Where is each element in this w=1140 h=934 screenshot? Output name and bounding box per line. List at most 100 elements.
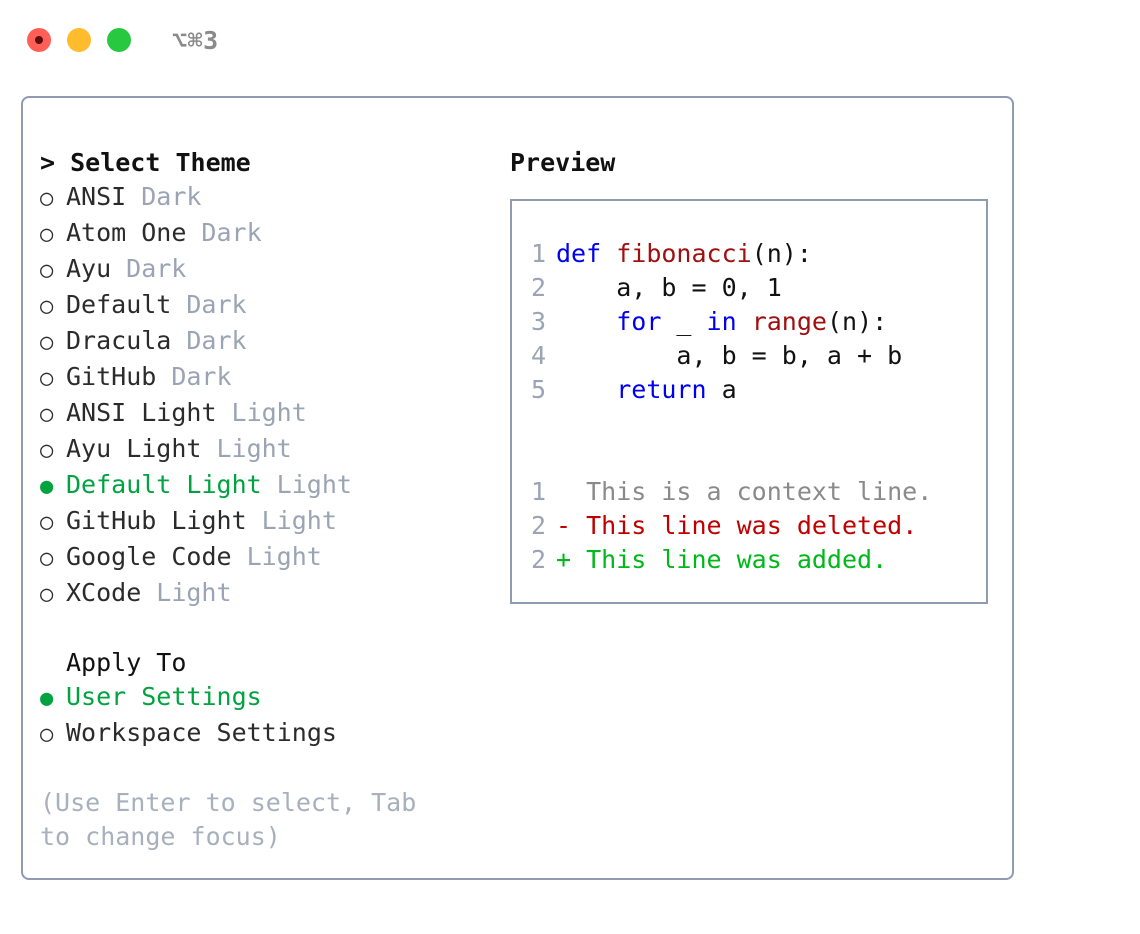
close-button-icon[interactable]: [27, 28, 51, 52]
theme-name: ANSI: [66, 182, 127, 211]
theme-name: Google Code: [66, 542, 232, 571]
theme-option-atom-one[interactable]: ○ Atom One Dark: [40, 216, 488, 252]
theme-name: GitHub: [66, 362, 157, 391]
theme-option-default-dark[interactable]: ○ Default Dark: [40, 288, 488, 324]
code-content: a, b = 0, 1: [556, 271, 782, 305]
theme-name: Ayu Light: [66, 434, 202, 463]
token-plain: [556, 307, 616, 336]
theme-category: Light: [216, 434, 292, 463]
line-number: 1: [530, 477, 546, 506]
preview-column: Preview 1 def fibonacci(n): 2 a, b = 0, …: [488, 98, 1012, 878]
theme-category: Light: [156, 578, 232, 607]
theme-category: Dark: [171, 362, 232, 391]
diff-row-context: 1 This is a context line.: [512, 475, 986, 509]
theme-category: Dark: [126, 254, 187, 283]
code-sample: 1 def fibonacci(n): 2 a, b = 0, 1 3 for …: [512, 237, 986, 407]
theme-category: Dark: [186, 290, 247, 319]
line-number: 5: [530, 375, 546, 404]
preview-spacer: [512, 407, 986, 441]
apply-to-option-workspace-settings[interactable]: ○ Workspace Settings: [40, 716, 488, 752]
theme-option-list: ○ ANSI Dark ○ Atom One Dark ○ Ayu Dark: [40, 180, 488, 612]
theme-name: Default Light: [66, 470, 262, 499]
line-number: 2: [530, 273, 546, 302]
token-keyword: return: [616, 375, 707, 404]
token-plain: a, b = b, a + b: [556, 341, 903, 370]
diff-sample: 1 This is a context line. 2 - This line …: [512, 475, 986, 577]
theme-name: Default: [66, 290, 172, 319]
radio-icon: ○: [40, 330, 54, 355]
theme-option-github-dark[interactable]: ○ GitHub Dark: [40, 360, 488, 396]
keyboard-shortcut-label: ⌥⌘3: [172, 25, 219, 55]
code-content: return a: [556, 373, 737, 407]
radio-icon: ○: [40, 438, 54, 463]
token-plain: (n):: [826, 307, 888, 336]
theme-option-ansi[interactable]: ○ ANSI Dark: [40, 180, 488, 216]
token-keyword: def: [556, 239, 617, 268]
line-number: 2: [530, 545, 546, 574]
diff-content: This line was deleted.: [571, 511, 918, 540]
radio-icon: ○: [40, 186, 54, 211]
line-number: 2: [530, 511, 546, 540]
token-plain: _: [661, 307, 707, 336]
theme-category: Light: [276, 470, 352, 499]
theme-category: Dark: [141, 182, 202, 211]
preview-header: Preview: [510, 148, 616, 177]
theme-name: Ayu: [66, 254, 112, 283]
diff-sign: +: [556, 545, 572, 574]
radio-icon: ○: [40, 366, 54, 391]
theme-option-google-code[interactable]: ○ Google Code Light: [40, 540, 488, 576]
theme-name: Dracula: [66, 326, 172, 355]
window-titlebar: ⌥⌘3: [0, 0, 1140, 80]
theme-option-dracula[interactable]: ○ Dracula Dark: [40, 324, 488, 360]
theme-category: Light: [261, 506, 337, 535]
radio-selected-icon: ●: [40, 474, 54, 499]
code-row: 2 a, b = 0, 1: [512, 271, 986, 305]
theme-category: Dark: [186, 326, 247, 355]
radio-icon: ○: [40, 294, 54, 319]
theme-name: GitHub Light: [66, 506, 247, 535]
token-plain: (n):: [751, 239, 812, 268]
theme-category: Light: [246, 542, 322, 571]
line-number: 3: [530, 307, 546, 336]
token-keyword: for: [616, 307, 662, 336]
theme-name: XCode: [66, 578, 142, 607]
select-theme-header: > Select Theme: [40, 148, 251, 177]
theme-option-xcode[interactable]: ○ XCode Light: [40, 576, 488, 612]
preview-spacer: [512, 441, 986, 475]
apply-to-option-list: ● User Settings ○ Workspace Settings: [40, 680, 488, 752]
token-function: fibonacci: [616, 239, 752, 268]
theme-option-default-light[interactable]: ● Default Light Light: [40, 468, 488, 504]
theme-selection-column: > Select Theme ○ ANSI Dark ○ Atom One Da…: [23, 98, 488, 878]
code-row: 3 for _ in range(n):: [512, 305, 986, 339]
minimize-button-icon[interactable]: [67, 28, 91, 52]
token-plain: [737, 307, 752, 336]
radio-icon: ○: [40, 402, 54, 427]
token-plain: a, b = 0, 1: [556, 273, 782, 302]
code-content: a, b = b, a + b: [556, 339, 902, 373]
code-content: for _ in range(n):: [556, 305, 887, 339]
diff-row-deleted: 2 - This line was deleted.: [512, 509, 986, 543]
token-plain: a: [706, 375, 737, 404]
theme-option-ayu[interactable]: ○ Ayu Dark: [40, 252, 488, 288]
radio-icon: ○: [40, 510, 54, 535]
theme-name: Atom One: [66, 218, 187, 247]
line-number: 1: [530, 239, 546, 268]
traffic-light-group: [27, 28, 131, 52]
radio-icon: ○: [40, 222, 54, 247]
theme-option-github-light[interactable]: ○ GitHub Light Light: [40, 504, 488, 540]
radio-icon: ○: [40, 258, 54, 283]
theme-name: ANSI Light: [66, 398, 217, 427]
diff-sign: -: [556, 511, 572, 540]
theme-option-ansi-light[interactable]: ○ ANSI Light Light: [40, 396, 488, 432]
apply-to-title: Apply To: [66, 648, 187, 677]
apply-to-label: Workspace Settings: [66, 718, 337, 747]
apply-to-option-user-settings[interactable]: ● User Settings: [40, 680, 488, 716]
radio-selected-icon: ●: [40, 686, 54, 711]
theme-option-ayu-light[interactable]: ○ Ayu Light Light: [40, 432, 488, 468]
code-row: 1 def fibonacci(n):: [512, 237, 986, 271]
theme-category: Light: [231, 398, 307, 427]
maximize-button-icon[interactable]: [107, 28, 131, 52]
diff-content: This is a context line.: [556, 477, 933, 506]
code-row: 4 a, b = b, a + b: [512, 339, 986, 373]
